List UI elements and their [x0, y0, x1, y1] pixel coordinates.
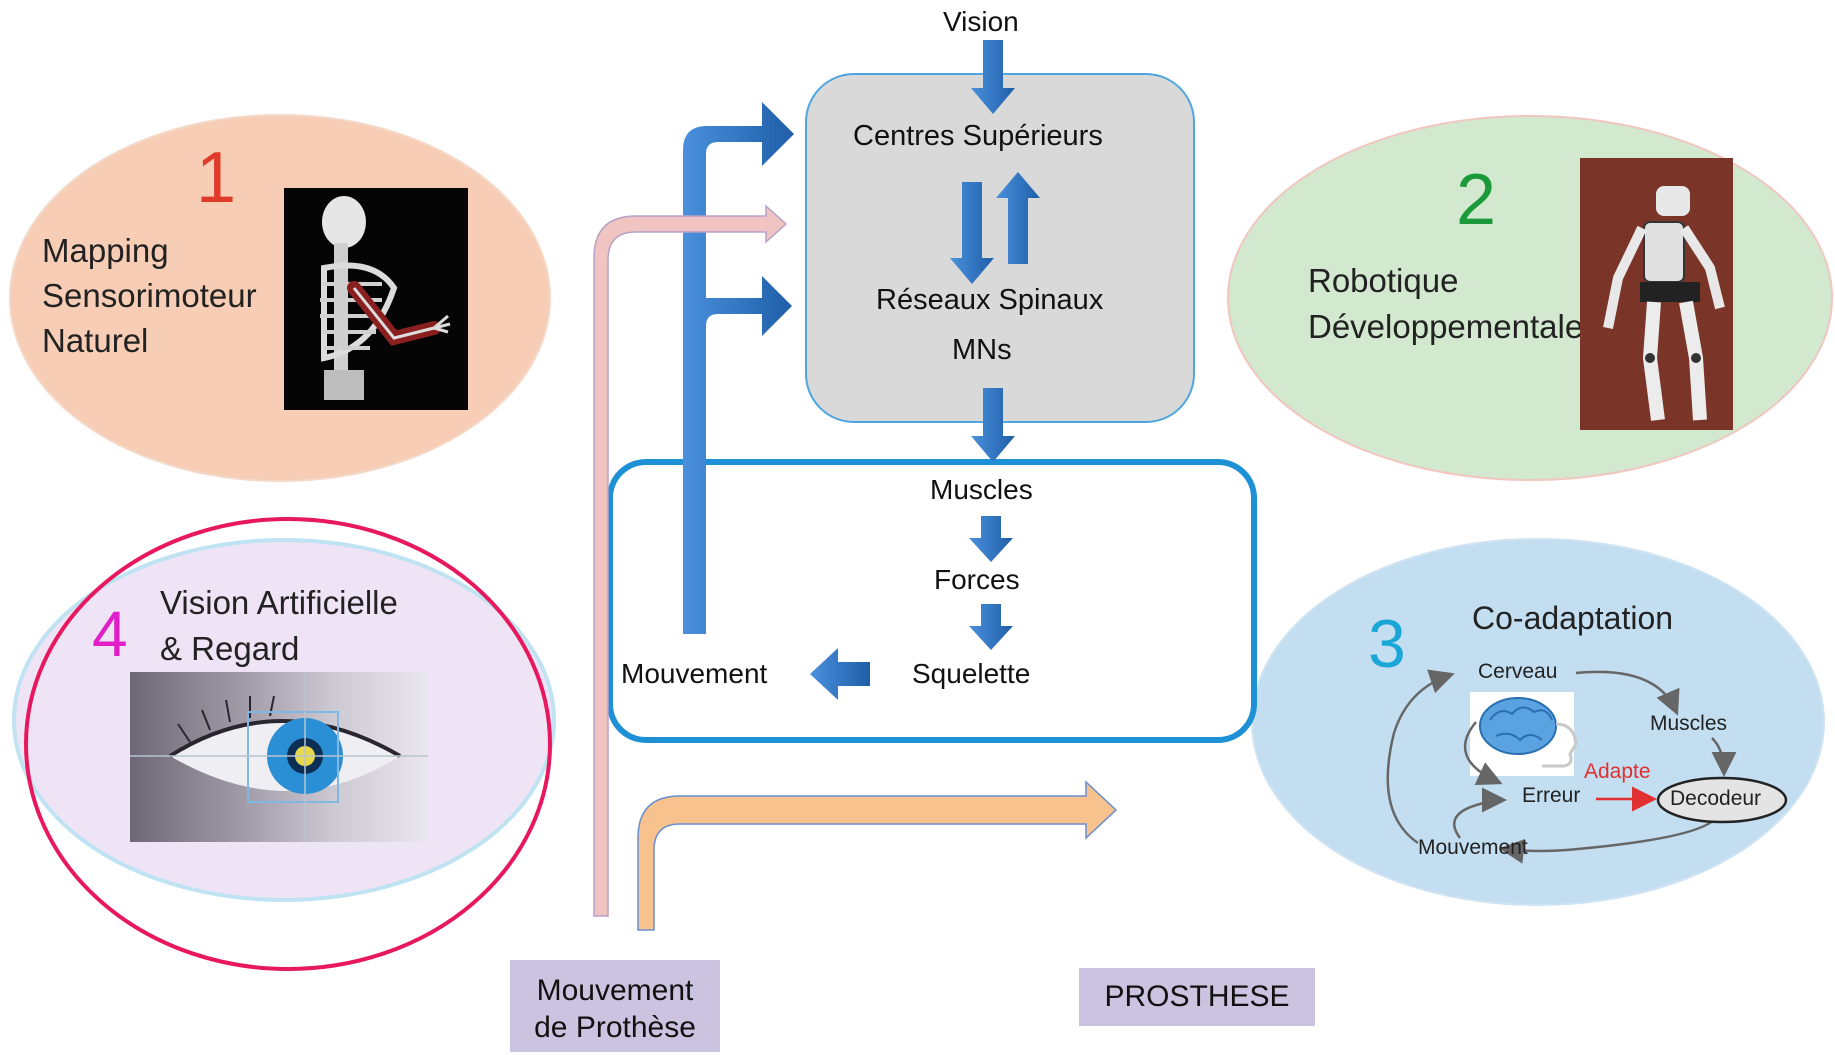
- co-muscles-label: Muscles: [1650, 712, 1728, 735]
- ellipse-2-number: 2: [1456, 160, 1497, 240]
- mouvement-prothese-line2: de Prothèse: [534, 1011, 696, 1044]
- brain-to-erreur: [1463, 721, 1503, 785]
- centres-superieurs-label: Centres Supérieurs: [853, 120, 1103, 152]
- ellipse-1-line3: Naturel: [42, 322, 149, 359]
- mns-label: MNs: [952, 334, 1012, 366]
- eye-image: [130, 672, 428, 842]
- cerveau-to-muscles: [1575, 670, 1680, 716]
- muscles-to-decodeur: [1711, 737, 1737, 777]
- forces-squelette-arrow: [969, 604, 1013, 650]
- robot-image: [1580, 158, 1733, 430]
- vision-label: Vision: [943, 6, 1019, 37]
- squelette-mouvement-arrow: [810, 648, 870, 700]
- co-mouvement-label: Mouvement: [1418, 836, 1528, 859]
- muscles-forces-arrow: [969, 516, 1013, 562]
- central-blue-panel: [607, 459, 1257, 743]
- ellipse-4-number: 4: [92, 598, 128, 670]
- muscles-label: Muscles: [930, 474, 1033, 505]
- ellipse-1-line2: Sensorimoteur: [42, 277, 257, 314]
- ellipse-2-line2: Développementale: [1308, 308, 1584, 345]
- decodeur-ellipse: [1656, 776, 1788, 824]
- eye-illustration: [130, 672, 428, 842]
- mouvement-to-cerveau: [1386, 669, 1455, 845]
- squelette-label: Squelette: [912, 658, 1031, 689]
- reseaux-spinaux-label: Réseaux Spinaux: [876, 284, 1104, 316]
- orange-arrow: [637, 780, 1118, 931]
- ellipse-1-line1: Mapping: [42, 232, 169, 269]
- decodeur-to-mouvement: [1499, 814, 1720, 864]
- feedback-arrow-lower: [683, 276, 792, 500]
- skeleton-illustration: [320, 196, 451, 400]
- co-decodeur-label: Decodeur: [1670, 787, 1762, 810]
- brain-shape: [1479, 697, 1557, 755]
- ellipse-3-title: Co-adaptation: [1472, 600, 1674, 636]
- mns-arrow: [971, 388, 1015, 462]
- up-arrow-reseaux: [996, 172, 1040, 264]
- ellipse-4-label: Vision Artificielle & Regard: [160, 580, 398, 672]
- ellipse-1-label: Mapping Sensorimoteur Naturel: [42, 228, 257, 363]
- robot-illustration: [1603, 186, 1725, 421]
- mouvement-prothese-line1: Mouvement: [536, 974, 694, 1007]
- ellipse-4-bg: [24, 517, 552, 971]
- co-erreur-label: Erreur: [1522, 784, 1581, 807]
- co-cerveau-label: Cerveau: [1478, 660, 1558, 683]
- mouvement-label: Mouvement: [621, 658, 768, 689]
- forces-label: Forces: [934, 564, 1020, 595]
- down-arrow-centres: [950, 182, 994, 284]
- ellipse-1-number: 1: [196, 138, 237, 218]
- ellipse-3-number: 3: [1368, 606, 1406, 682]
- ellipse-4-line1: Vision Artificielle: [160, 584, 398, 621]
- ellipse-2-label: Robotique Développementale: [1308, 258, 1583, 350]
- pink-arrow: [593, 204, 788, 917]
- mouvement-to-erreur: [1453, 787, 1507, 839]
- prosthese-tag: PROSTHESE: [1079, 968, 1315, 1026]
- vision-arrow: [971, 40, 1015, 114]
- ellipse-4-line2: & Regard: [160, 630, 300, 667]
- skeleton-image: [284, 188, 468, 410]
- co-adapte-label: Adapte: [1584, 760, 1651, 783]
- mouvement-prothese-tag: Mouvement de Prothèse: [510, 960, 720, 1052]
- ellipse-2-line1: Robotique: [1308, 262, 1459, 299]
